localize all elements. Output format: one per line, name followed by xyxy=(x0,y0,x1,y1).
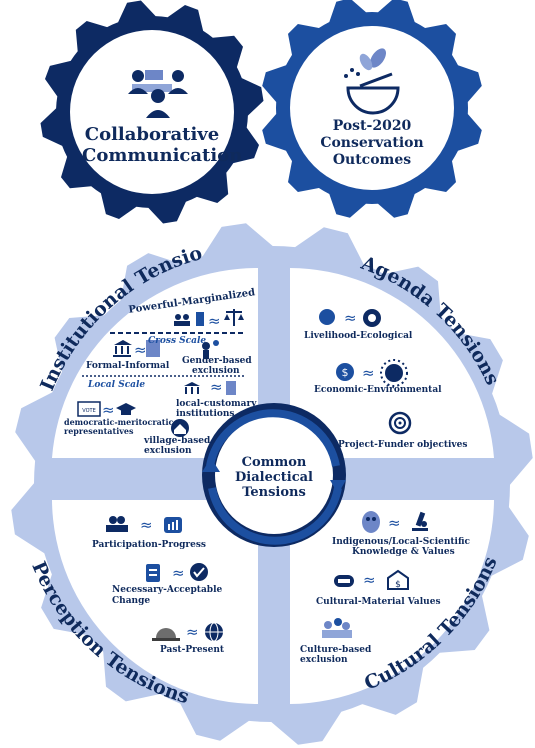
democratic-line2: representatives xyxy=(64,426,134,436)
approx-symbol: ≈ xyxy=(186,623,199,641)
graduation-cap-icon xyxy=(116,403,136,415)
group-people-icon xyxy=(106,516,128,532)
local-scale-label: Local Scale xyxy=(88,380,146,390)
necessary-line2: Change xyxy=(112,596,151,606)
people-hierarchy-icon xyxy=(174,312,204,326)
gender-line1: Gender-based xyxy=(182,356,252,366)
democratic-line1: democratic-meritocratic xyxy=(64,417,174,427)
economic-environmental-label: Economic-Environmental xyxy=(314,385,442,395)
center-arrowhead-left-icon xyxy=(202,458,220,472)
approx-symbol: ≈ xyxy=(172,564,185,582)
left-gear-title-line1: Collaborative xyxy=(84,124,220,145)
local-institution-icon xyxy=(184,381,236,395)
quadrant-perception-panel xyxy=(52,500,258,704)
approx-symbol: ≈ xyxy=(134,341,147,359)
gender-exclusion-label: Gender-based exclusion xyxy=(182,356,252,376)
village-line1: village-based xyxy=(144,436,211,446)
village-hut-icon xyxy=(171,419,189,437)
culture-line1: Culture-based xyxy=(300,645,372,655)
center-ring-inner xyxy=(215,416,333,534)
approx-symbol: ≈ xyxy=(140,516,153,534)
approx-symbol: ≈ xyxy=(388,514,401,532)
gender-line2: exclusion xyxy=(192,366,240,376)
approx-symbol: ≈ xyxy=(208,312,221,330)
right-gear-face xyxy=(290,26,454,190)
checkmark-icon xyxy=(190,563,208,581)
quadrant-agenda-panel xyxy=(290,268,494,458)
indigenous-line2: Knowledge & Values xyxy=(352,547,455,557)
virus-planet-icon xyxy=(380,359,408,387)
institution-building-icon xyxy=(113,340,132,357)
svg-text:VOTE: VOTE xyxy=(82,408,95,414)
left-gear-title: Collaborative Communication xyxy=(82,124,243,166)
right-gear-title-line1: Post-2020 xyxy=(332,118,412,134)
approx-symbol: ≈ xyxy=(102,401,115,419)
center-title-line3: Tensions xyxy=(242,485,306,500)
village-line2: exclusion xyxy=(144,446,192,456)
formal-informal-label: Formal-Informal xyxy=(86,361,170,371)
approx-symbol: ≈ xyxy=(362,364,375,382)
approx-symbol: ≈ xyxy=(210,378,223,396)
right-gear-title-line3: Outcomes xyxy=(332,152,412,168)
scales-icon xyxy=(224,309,244,326)
people-network-icon xyxy=(128,70,188,118)
village-exclusion-label: village-based exclusion xyxy=(144,436,210,456)
center-title: Common Dialectical Tensions xyxy=(224,455,324,500)
indigenous-line1: Indigenous/Local-Scientific xyxy=(332,537,470,547)
dollar-icon: $ xyxy=(336,363,354,381)
microscope-icon xyxy=(412,511,428,531)
center-arrowhead-right-icon xyxy=(330,480,346,494)
money-icon xyxy=(319,309,335,325)
cultural-material-label: Cultural-Material Values xyxy=(316,597,441,607)
past-present-label: Past-Present xyxy=(160,645,225,655)
culture-line2: exclusion xyxy=(300,655,348,665)
local-customary-label: local-customary institutions xyxy=(176,399,256,419)
quadrant-cultural-panel xyxy=(290,500,494,704)
cross-scale-label: Cross Scale xyxy=(148,336,207,346)
center-arrow-bottom-icon xyxy=(208,487,342,545)
right-gear-title-line2: Conservation xyxy=(320,135,424,151)
recycle-icon xyxy=(363,309,381,327)
necessary-line1: Necessary-Acceptable xyxy=(112,585,223,595)
participation-progress-label: Participation-Progress xyxy=(92,540,206,550)
center-title-line2: Dialectical xyxy=(235,470,313,485)
informal-group-icon xyxy=(146,340,160,357)
approx-symbol: ≈ xyxy=(363,571,376,589)
globe-icon xyxy=(205,622,223,642)
approx-symbol: ≈ xyxy=(344,309,357,327)
livelihood-ecological-label: Livelihood-Ecological xyxy=(304,331,413,341)
gender-icon xyxy=(202,340,219,359)
project-funder-label: Project-Funder objectives xyxy=(338,440,468,450)
left-gear-title-line2: Communication xyxy=(82,145,243,166)
svg-text:$: $ xyxy=(395,580,401,590)
democratic-label: democratic-meritocratic representatives xyxy=(64,418,173,436)
center-title-line1: Common xyxy=(241,455,307,470)
cultural-pattern-icon xyxy=(334,575,354,587)
pith-helmet-icon xyxy=(152,628,180,641)
indigenous-mask-icon xyxy=(362,511,380,533)
ballot-box-icon: VOTE xyxy=(77,401,101,417)
right-gear-title: Post-2020 Conservation Outcomes xyxy=(312,118,432,169)
center-arrow-top-icon xyxy=(206,409,340,467)
indigenous-knowledge-label: Indigenous/Local-Scientific Knowledge & … xyxy=(332,537,470,557)
target-icon xyxy=(388,411,412,435)
progress-chart-icon xyxy=(164,517,182,533)
approx-symbols: ≈ ≈ ≈ ≈ ≈ ≈ ≈ ≈ ≈ ≈ ≈ xyxy=(102,309,401,641)
quadrant-institutional-panel xyxy=(52,267,258,458)
local-customary-line2: institutions xyxy=(176,409,235,419)
svg-text:$: $ xyxy=(342,366,349,379)
culture-exclusion-label: Culture-based exclusion xyxy=(300,645,371,665)
necessary-acceptable-label: Necessary-Acceptable Change xyxy=(112,585,222,607)
bowl-with-plant-icon xyxy=(344,48,400,115)
people-gathering-icon xyxy=(322,618,352,638)
clipboard-icon xyxy=(146,564,160,582)
house-dollar-icon: $ xyxy=(387,569,409,590)
local-customary-line1: local-customary xyxy=(176,399,257,409)
